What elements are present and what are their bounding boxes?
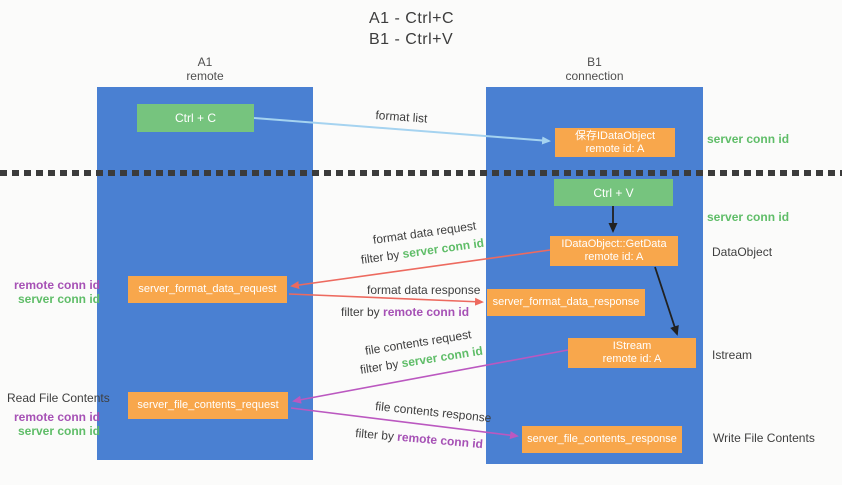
- node-idataobject-getdata: IDataObject::GetData remote id: A: [550, 236, 678, 266]
- node-ctrl-c: Ctrl + C: [137, 104, 254, 132]
- getdata-line1: IDataObject::GetData: [561, 238, 667, 250]
- conn-id-stack-top: remote conn id server conn id: [0, 278, 100, 306]
- arrow-format-list: [253, 117, 551, 145]
- arrow-format-data-response: [288, 293, 484, 306]
- read-file-contents-label: Read File Contents: [7, 391, 110, 405]
- filter-remote-conn-id-1: remote conn id: [383, 305, 470, 319]
- server-file-contents-response-label: server_file_contents_response: [527, 433, 677, 445]
- ctrl-c-label: Ctrl + C: [174, 111, 216, 125]
- getdata-line2: remote id: A: [584, 251, 644, 263]
- filter-by-text-2: filter by: [341, 305, 380, 319]
- server-format-data-request-label: server_format_data_request: [138, 283, 277, 295]
- arrow-file-contents-request: [292, 349, 569, 404]
- title-line-2: B1 - Ctrl+V: [369, 31, 454, 48]
- lane-a1-name: A1: [197, 55, 213, 69]
- server-conn-id-label-top: server conn id: [707, 132, 790, 146]
- arrow-format-data-request: [290, 249, 551, 289]
- istream-side-label: Istream: [712, 348, 753, 362]
- save-idataobject-line2: remote id: A: [585, 142, 645, 155]
- lane-b1-name: B1: [587, 55, 602, 69]
- node-save-idataobject: 保存IDataObject remote id: A: [555, 128, 675, 157]
- node-server-file-contents-request: server_file_contents_request: [128, 392, 288, 419]
- node-server-format-data-response: server_format_data_response: [487, 289, 645, 316]
- server-conn-id-label-2: server conn id: [17, 424, 100, 438]
- server-format-data-response-label: server_format_data_response: [492, 296, 640, 308]
- node-server-format-data-request: server_format_data_request: [128, 276, 287, 303]
- arrow-file-contents-response: [290, 407, 519, 440]
- lane-header-b1: B1 connection: [486, 55, 703, 83]
- remote-conn-id-label-2: remote conn id: [13, 410, 100, 424]
- istream-line1: IStream: [612, 340, 652, 352]
- conn-id-stack-bottom: remote conn id server conn id: [0, 410, 100, 438]
- dataobject-label: DataObject: [712, 245, 773, 259]
- server-conn-id-label-mid: server conn id: [707, 210, 790, 224]
- node-ctrl-v: Ctrl + V: [554, 179, 673, 206]
- machine-boundary-dotted-line: [0, 170, 842, 176]
- lane-b1-subtitle: connection: [565, 69, 624, 83]
- node-istream: IStream remote id: A: [568, 338, 696, 368]
- format-data-response-label: format data response: [367, 283, 481, 297]
- istream-line2: remote id: A: [602, 353, 662, 365]
- remote-conn-id-label-1: remote conn id: [13, 278, 100, 292]
- title-line-1: A1 - Ctrl+C: [369, 10, 455, 27]
- server-file-contents-request-label: server_file_contents_request: [137, 399, 279, 411]
- write-file-contents-label: Write File Contents: [713, 431, 815, 445]
- diagram-title: A1 - Ctrl+C B1 - Ctrl+V: [369, 8, 454, 50]
- server-conn-id-label-1: server conn id: [17, 292, 100, 306]
- format-data-response-filter-label: filter by remote conn id: [341, 305, 469, 319]
- node-server-file-contents-response: server_file_contents_response: [522, 426, 682, 453]
- lane-header-a1: A1 remote: [97, 55, 313, 83]
- ctrl-v-label: Ctrl + V: [593, 185, 634, 200]
- save-idataobject-line1: 保存IDataObject: [574, 129, 656, 142]
- lane-a1-subtitle: remote: [186, 69, 224, 83]
- arrow-getdata-to-istream: [654, 266, 679, 336]
